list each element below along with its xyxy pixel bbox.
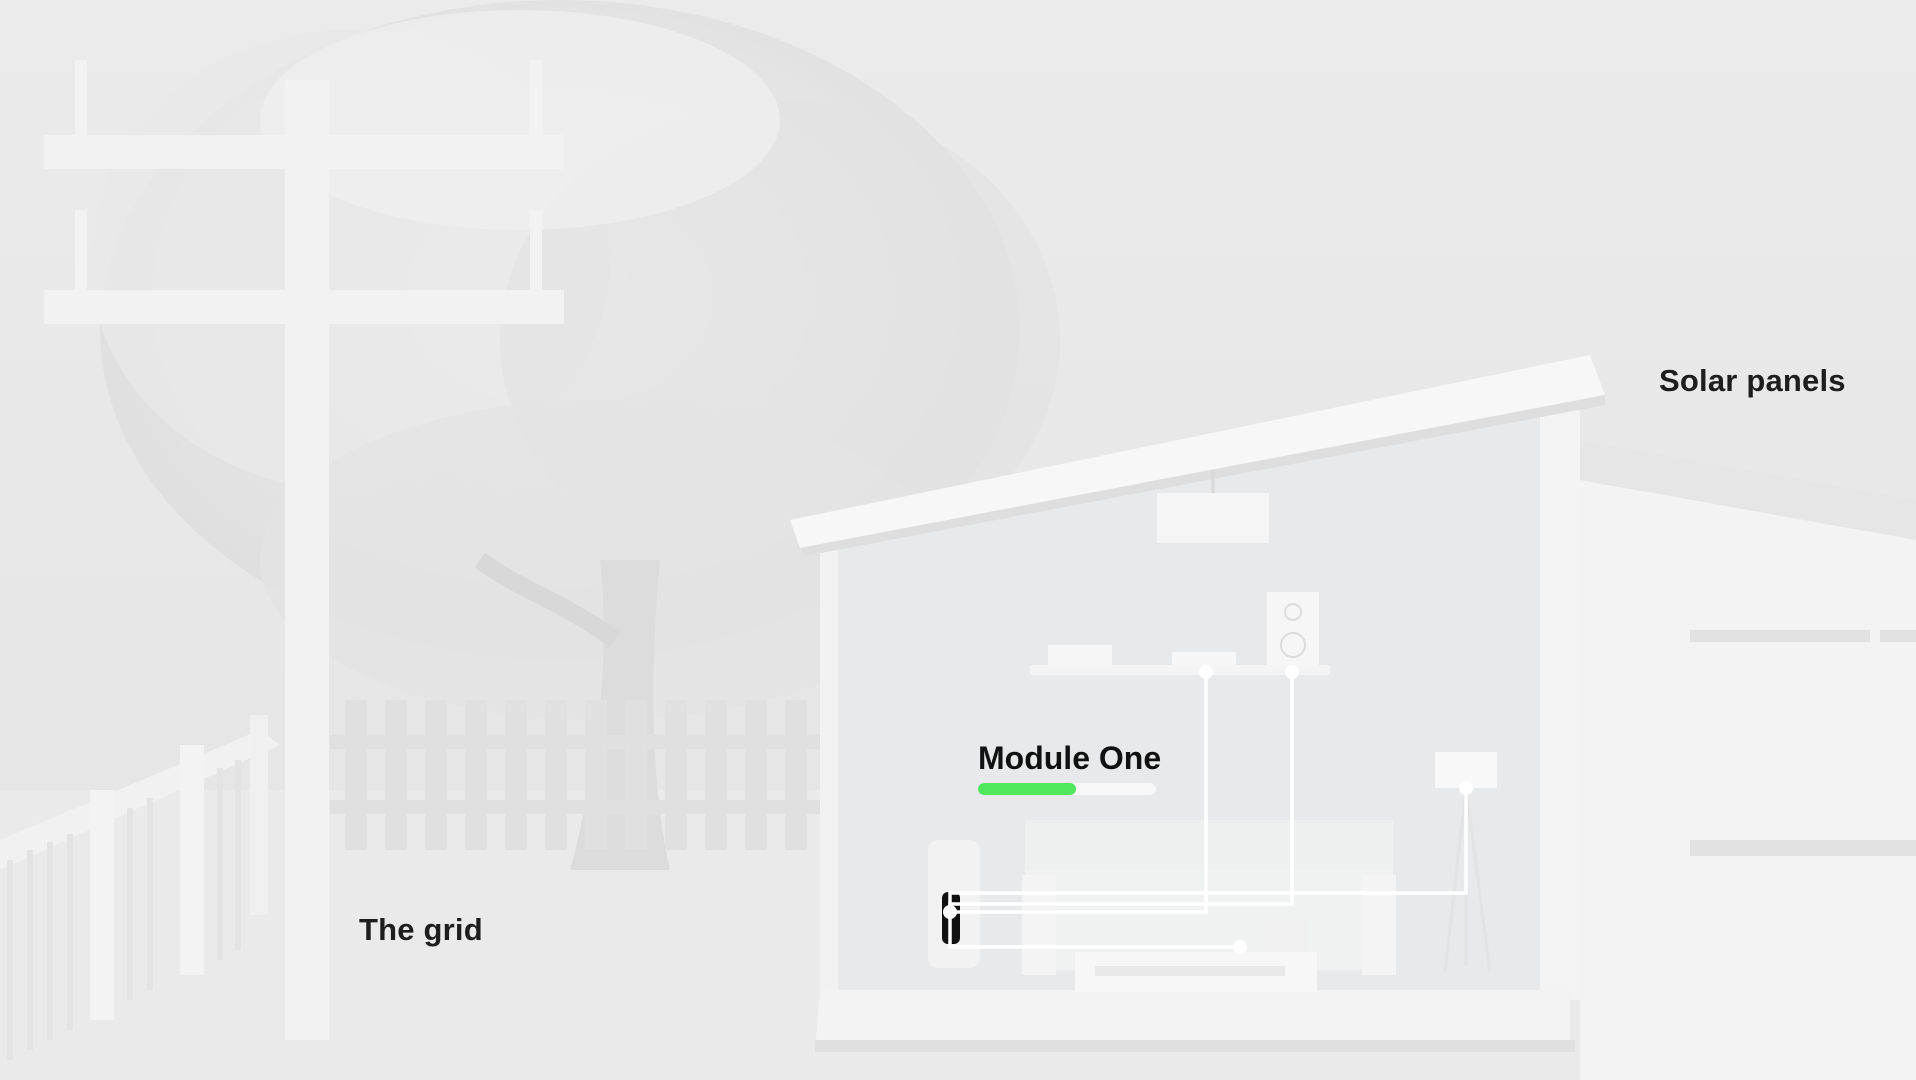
neighbor-house	[1580, 440, 1916, 1080]
front-fence	[0, 715, 280, 1060]
utility-pole	[44, 60, 564, 1040]
charge-progress-bar	[978, 783, 1156, 795]
charge-progress-fill	[978, 783, 1076, 795]
solar-panels-label: Solar panels	[1659, 363, 1846, 398]
back-fence	[330, 700, 840, 850]
module-title: Module One	[978, 740, 1162, 776]
wiring-nodes	[943, 665, 1473, 954]
grid-label: The grid	[359, 912, 483, 947]
module-one-card: Module One	[978, 740, 1162, 795]
